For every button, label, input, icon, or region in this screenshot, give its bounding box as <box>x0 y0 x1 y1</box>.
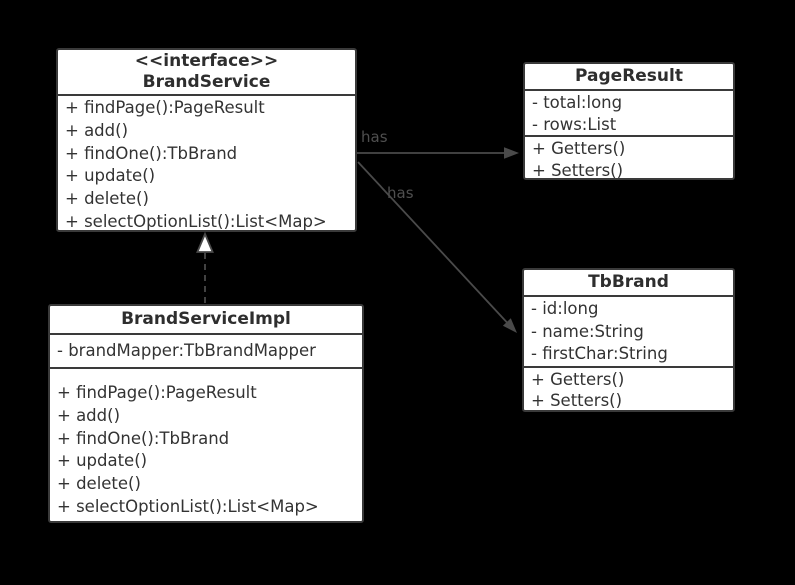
class-method: + Setters() <box>531 390 623 410</box>
association-arrowhead-tbbrand <box>502 318 517 333</box>
association-label-has-tbbrand: has <box>387 184 414 202</box>
class-attribute: - rows:List <box>532 114 617 134</box>
class-method: + delete() <box>65 189 149 209</box>
class-method: + delete() <box>57 474 141 494</box>
class-method: + findOne():TbBrand <box>57 428 230 448</box>
association-line-has-tbbrand <box>357 161 508 324</box>
class-name: TbBrand <box>524 270 733 297</box>
class-method: + Getters() <box>532 139 626 159</box>
class-method: + findPage():PageResult <box>65 98 265 117</box>
class-method: + update() <box>65 166 156 186</box>
methods-compartment: + findPage():PageResult + add() + findOn… <box>50 367 362 519</box>
class-method: + update() <box>57 451 148 471</box>
class-method: + findOne():TbBrand <box>65 143 238 163</box>
class-name: PageResult <box>525 64 733 91</box>
realization-hollow-arrowhead <box>196 231 214 253</box>
class-attribute: - brandMapper:TbBrandMapper <box>57 341 316 360</box>
class-method: + Setters() <box>532 160 624 180</box>
class-brand-service: <<interface>> BrandService + findPage():… <box>56 48 357 232</box>
attributes-compartment: - total:long - rows:List <box>525 91 733 135</box>
class-attribute: - total:long <box>532 93 623 112</box>
class-header: <<interface>> BrandService <box>58 50 355 96</box>
methods-compartment: + Getters() + Setters() <box>524 365 733 410</box>
class-name: BrandService <box>142 72 271 92</box>
methods-compartment: + findPage():PageResult + add() + findOn… <box>58 96 355 231</box>
class-page-result: PageResult - total:long - rows:List + Ge… <box>523 62 735 180</box>
class-method: + selectOptionList():List<Map> <box>65 211 327 231</box>
class-attribute: - name:String <box>531 321 644 341</box>
class-attribute: - firstChar:String <box>531 344 668 364</box>
class-tb-brand: TbBrand - id:long - name:String - firstC… <box>522 268 735 412</box>
class-stereotype: <<interface>> <box>134 51 279 71</box>
class-brand-service-impl: BrandServiceImpl - brandMapper:TbBrandMa… <box>48 304 364 523</box>
attributes-compartment: - id:long - name:String - firstChar:Stri… <box>524 297 733 366</box>
class-method: + add() <box>65 120 129 140</box>
association-arrowhead-pageresult <box>504 147 519 159</box>
class-name: BrandServiceImpl <box>50 306 362 335</box>
association-label-has-pageresult: has <box>361 128 388 146</box>
class-method: + Getters() <box>531 369 625 389</box>
class-method: + findPage():PageResult <box>57 383 257 402</box>
methods-compartment: + Getters() + Setters() <box>525 135 733 180</box>
class-method: + add() <box>57 405 121 425</box>
class-attribute: - id:long <box>531 299 599 318</box>
attributes-compartment: - brandMapper:TbBrandMapper <box>50 335 362 367</box>
class-method: + selectOptionList():List<Map> <box>57 496 319 516</box>
